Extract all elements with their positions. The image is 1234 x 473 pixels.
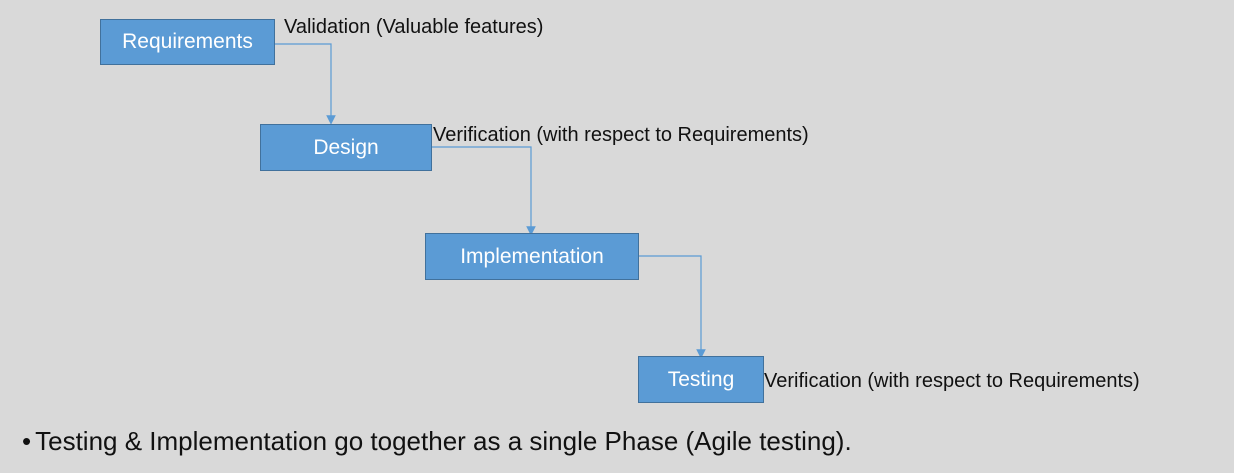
design-label: Design: [313, 135, 379, 159]
connector-requirements-to-design: [274, 43, 336, 125]
testing-box: Testing: [638, 356, 764, 403]
connector-design-to-implementation: [431, 146, 536, 236]
design-box: Design: [260, 124, 432, 171]
connector-implementation-to-testing: [638, 255, 706, 359]
requirements-label: Requirements: [122, 30, 253, 53]
testing-note: Verification (with respect to Requiremen…: [764, 370, 1140, 392]
bullet-marker: •: [22, 426, 32, 456]
footer-text: Testing & Implementation go together as …: [35, 426, 852, 456]
implementation-box: Implementation: [425, 233, 639, 280]
requirements-box: Requirements: [100, 19, 275, 65]
requirements-note: Validation (Valuable features): [284, 16, 544, 38]
testing-label: Testing: [667, 367, 735, 391]
implementation-label: Implementation: [460, 244, 604, 268]
design-note: Verification (with respect to Requiremen…: [433, 124, 809, 146]
footer-bullet-point: •Testing & Implementation go together as…: [22, 428, 852, 454]
